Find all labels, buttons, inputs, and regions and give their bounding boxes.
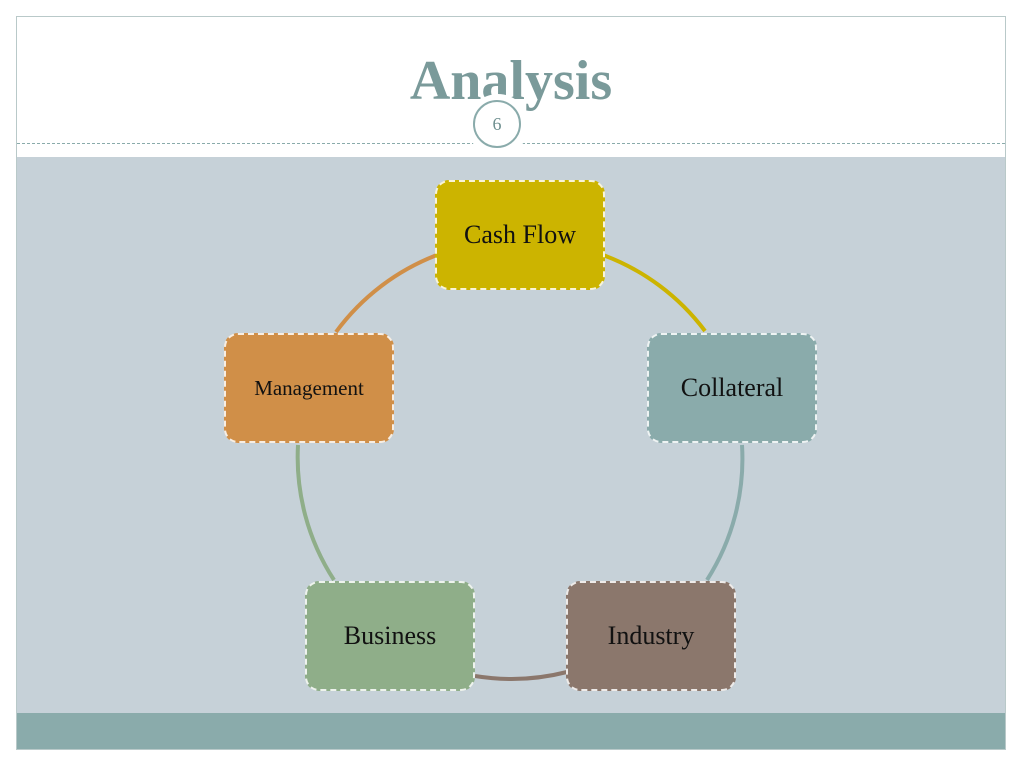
footer-band xyxy=(17,713,1005,749)
node-business: Business xyxy=(305,581,475,691)
connector-management-cashflow xyxy=(334,253,438,334)
node-cash-flow: Cash Flow xyxy=(435,180,605,290)
connector-industry-business xyxy=(474,670,568,681)
node-label-business: Business xyxy=(343,621,437,650)
node-management: Management xyxy=(224,333,394,443)
connector-collateral-industry xyxy=(705,444,745,582)
page-number-badge: 6 xyxy=(473,100,521,148)
node-label-management: Management xyxy=(254,375,364,400)
connector-cashflow-collateral xyxy=(602,253,707,333)
node-label-cash-flow: Cash Flow xyxy=(464,220,576,249)
page-number: 6 xyxy=(492,114,502,134)
node-industry: Industry xyxy=(566,581,736,691)
node-collateral: Collateral xyxy=(647,333,817,443)
node-label-industry: Industry xyxy=(607,621,695,650)
connector-business-management xyxy=(295,444,336,582)
node-label-collateral: Collateral xyxy=(680,373,784,402)
